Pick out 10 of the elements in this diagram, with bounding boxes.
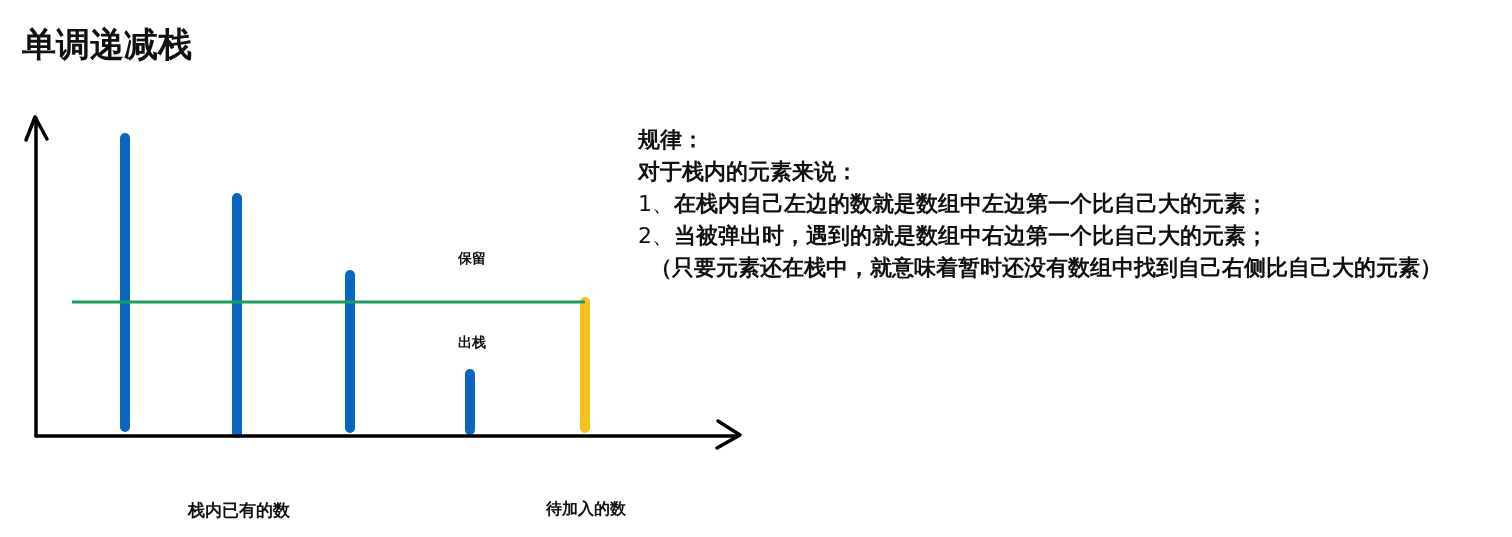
rule-heading: 规律： — [638, 126, 705, 154]
rule-text: 1、在栈内自己左边的数就是数组中左边第一个比自己大的元素； — [638, 190, 1269, 218]
rule-text: 2、当被弹出时，遇到的就是数组中右边第一个比自己大的元素； — [638, 222, 1269, 250]
rule-note: （只要元素还在栈中，就意味着暂时还没有数组中找到自己右侧比自己大的元素） — [649, 254, 1442, 282]
diagram-title: 单调递减栈 — [22, 24, 192, 64]
region-label: 出栈 — [458, 333, 486, 351]
rule-text: 对于栈内的元素来说： — [638, 158, 859, 186]
axis-caption: 待加入的数 — [546, 499, 626, 519]
axis-caption: 栈内已有的数 — [188, 500, 290, 521]
region-label: 保留 — [458, 249, 486, 267]
